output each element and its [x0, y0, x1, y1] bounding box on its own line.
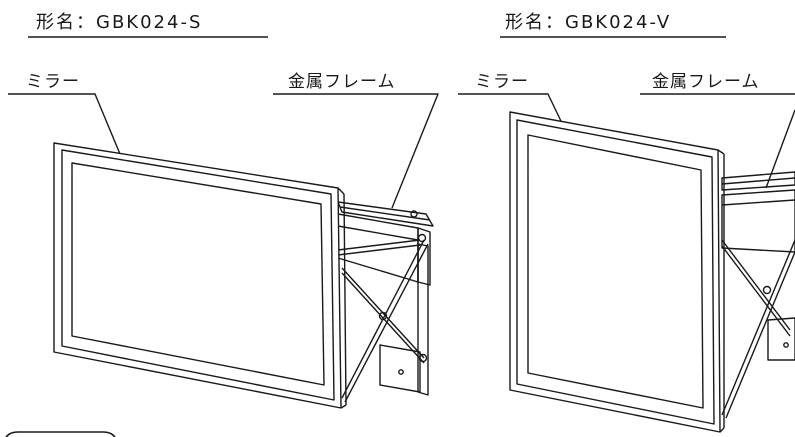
frame-label-s: 金属フレーム — [288, 72, 396, 92]
mirror-v — [509, 111, 725, 433]
frame-v-leader-tail — [765, 109, 795, 189]
frame-label-v: 金属フレーム — [652, 72, 760, 92]
mirror-label-s: ミラー — [26, 72, 80, 92]
metal-frame-s — [337, 201, 434, 403]
gbk024-s-drawing — [8, 36, 439, 409]
model-label-v: 形名：GBK024-V — [505, 12, 672, 33]
metal-frame-v — [721, 171, 795, 419]
model-label-s: 形名：GBK024-S — [36, 12, 203, 33]
mirror-label-v: ミラー — [475, 72, 529, 92]
gbk024-v-drawing — [458, 36, 795, 433]
frame-s-leader — [273, 93, 439, 209]
bottom-tab-outline — [3, 431, 116, 437]
mirror-s — [53, 142, 347, 409]
